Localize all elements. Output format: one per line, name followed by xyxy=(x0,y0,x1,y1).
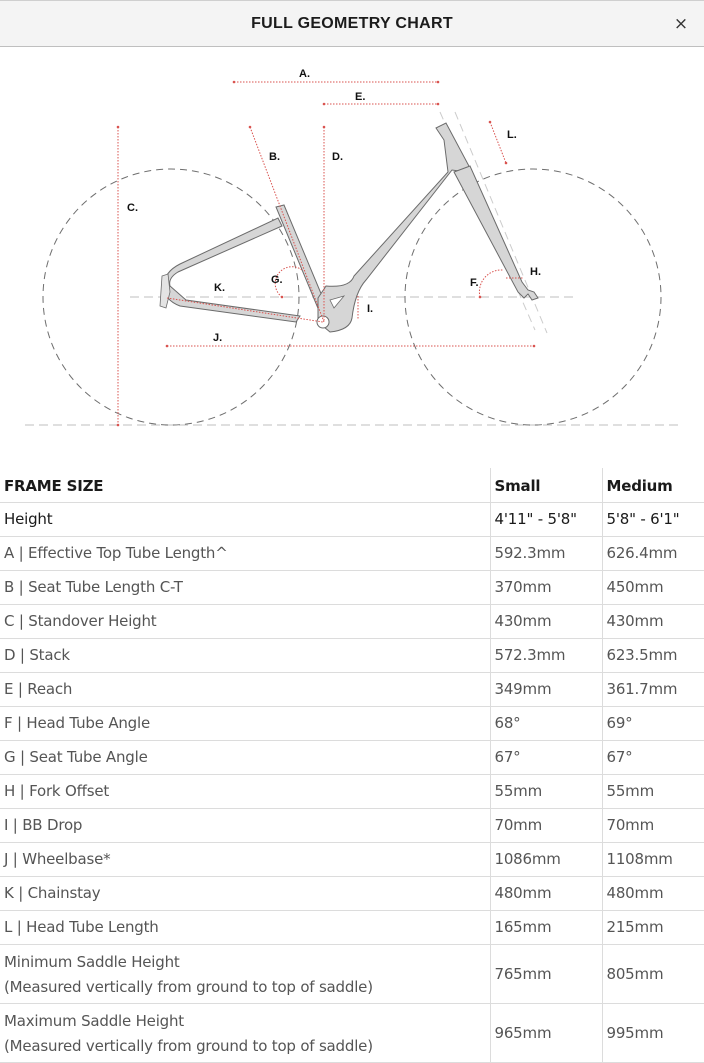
row-small: 430mm xyxy=(489,604,602,639)
row-small: 55mm xyxy=(489,774,602,809)
row-label: Maximum Saddle Height (Measured vertical… xyxy=(0,1003,490,1063)
table-row: Height 4'11" - 5'8" 5'8" - 6'1" xyxy=(0,502,704,537)
table-row: F | Head Tube Angle 68° 69° xyxy=(0,706,704,741)
row-label: F | Head Tube Angle xyxy=(0,706,490,741)
row-small: 67° xyxy=(489,740,602,775)
row-small: 370mm xyxy=(489,570,602,605)
row-medium: 70mm xyxy=(601,808,704,843)
header-frame-size: FRAME SIZE xyxy=(0,468,490,503)
row-label-main: Minimum Saddle Height xyxy=(4,952,180,971)
row-label: Minimum Saddle Height (Measured vertical… xyxy=(0,944,490,1004)
table-row: C | Standover Height 430mm 430mm xyxy=(0,604,704,639)
table-row: E | Reach 349mm 361.7mm xyxy=(0,672,704,707)
label-h: H. xyxy=(530,266,541,278)
header-small: Small xyxy=(489,468,602,503)
label-b: B. xyxy=(269,151,280,163)
geometry-diagram: A. E. L. B. D. C. G. K. H. F. I. J. xyxy=(0,47,704,467)
label-l: L. xyxy=(507,129,517,141)
label-i: I. xyxy=(367,303,373,315)
row-label: A | Effective Top Tube Length^ xyxy=(0,536,490,571)
row-medium: 995mm xyxy=(601,1003,704,1063)
row-small: 165mm xyxy=(489,910,602,945)
label-g: G. xyxy=(271,274,283,286)
table-row: Minimum Saddle Height (Measured vertical… xyxy=(0,944,704,1004)
row-label: E | Reach xyxy=(0,672,490,707)
row-medium: 450mm xyxy=(601,570,704,605)
row-label-note: (Measured vertically from ground to top … xyxy=(4,977,373,996)
rear-dropout xyxy=(159,273,171,309)
row-medium: 215mm xyxy=(601,910,704,945)
modal-title: FULL GEOMETRY CHART xyxy=(251,14,453,32)
row-small: 965mm xyxy=(489,1003,602,1063)
row-small: 765mm xyxy=(489,944,602,1004)
table-row: G | Seat Tube Angle 67° 67° xyxy=(0,740,704,775)
table-header-row: FRAME SIZE Small Medium xyxy=(0,468,704,503)
row-label: C | Standover Height xyxy=(0,604,490,639)
row-small: 4'11" - 5'8" xyxy=(489,502,602,537)
table-row: B | Seat Tube Length C-T 370mm 450mm xyxy=(0,570,704,605)
label-c: C. xyxy=(127,202,138,214)
table-row: Maximum Saddle Height (Measured vertical… xyxy=(0,1003,704,1063)
row-medium: 67° xyxy=(601,740,704,775)
row-label-note: (Measured vertically from ground to top … xyxy=(4,1036,373,1055)
row-medium: 430mm xyxy=(601,604,704,639)
row-label: B | Seat Tube Length C-T xyxy=(0,570,490,605)
down-tube xyxy=(317,122,471,333)
row-label: D | Stack xyxy=(0,638,490,673)
header-medium: Medium xyxy=(601,468,704,503)
row-medium: 1108mm xyxy=(601,842,704,877)
row-label: J | Wheelbase* xyxy=(0,842,490,877)
label-e: E. xyxy=(355,91,365,103)
row-medium: 69° xyxy=(601,706,704,741)
row-medium: 55mm xyxy=(601,774,704,809)
row-label: G | Seat Tube Angle xyxy=(0,740,490,775)
row-label: I | BB Drop xyxy=(0,808,490,843)
row-label: K | Chainstay xyxy=(0,876,490,911)
rear-triangle xyxy=(163,217,301,323)
geometry-table: FRAME SIZE Small Medium Height 4'11" - 5… xyxy=(0,468,704,1063)
table-row: L | Head Tube Length 165mm 215mm xyxy=(0,910,704,945)
rear-wheel xyxy=(42,168,300,426)
modal-header: FULL GEOMETRY CHART × xyxy=(0,0,704,47)
label-a: A. xyxy=(299,68,310,80)
row-label: L | Head Tube Length xyxy=(0,910,490,945)
bike-frame-diagram: A. E. L. B. D. C. G. K. H. F. I. J. xyxy=(25,68,680,427)
table-row: J | Wheelbase* 1086mm 1108mm xyxy=(0,842,704,877)
row-medium: 623.5mm xyxy=(601,638,704,673)
row-label: Height xyxy=(0,502,490,537)
row-small: 572.3mm xyxy=(489,638,602,673)
row-medium: 5'8" - 6'1" xyxy=(601,502,704,537)
table-row: I | BB Drop 70mm 70mm xyxy=(0,808,704,843)
close-icon[interactable]: × xyxy=(673,14,689,34)
table-row: D | Stack 572.3mm 623.5mm xyxy=(0,638,704,673)
row-small: 592.3mm xyxy=(489,536,602,571)
table-row: K | Chainstay 480mm 480mm xyxy=(0,876,704,911)
fork xyxy=(453,165,539,301)
table-row: H | Fork Offset 55mm 55mm xyxy=(0,774,704,809)
bottom-bracket xyxy=(316,315,330,329)
row-small: 349mm xyxy=(489,672,602,707)
front-wheel xyxy=(404,168,662,426)
row-medium: 480mm xyxy=(601,876,704,911)
label-f: F. xyxy=(470,277,479,289)
row-label-main: Maximum Saddle Height xyxy=(4,1011,184,1030)
row-small: 70mm xyxy=(489,808,602,843)
row-small: 1086mm xyxy=(489,842,602,877)
label-k: K. xyxy=(214,282,225,294)
row-medium: 805mm xyxy=(601,944,704,1004)
label-j: J. xyxy=(213,332,222,344)
label-d: D. xyxy=(332,151,343,163)
row-medium: 626.4mm xyxy=(601,536,704,571)
row-small: 68° xyxy=(489,706,602,741)
row-medium: 361.7mm xyxy=(601,672,704,707)
row-label: H | Fork Offset xyxy=(0,774,490,809)
row-small: 480mm xyxy=(489,876,602,911)
table-row: A | Effective Top Tube Length^ 592.3mm 6… xyxy=(0,536,704,571)
